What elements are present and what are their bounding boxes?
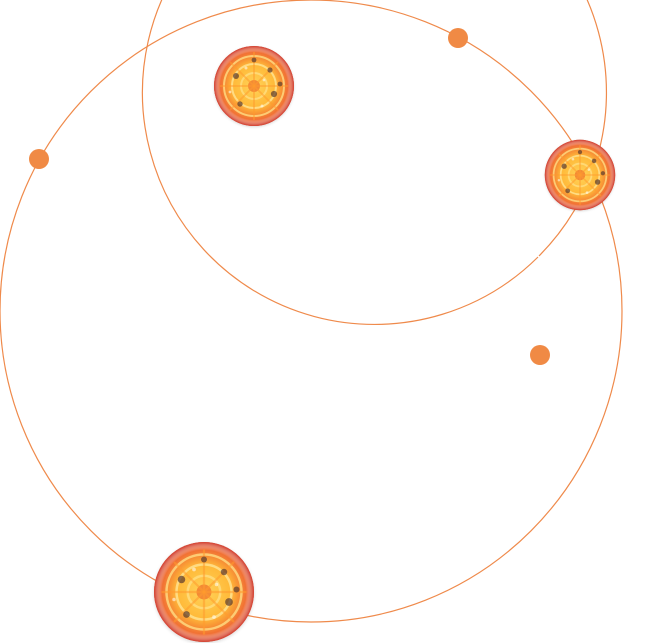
orange-dot-icon	[29, 149, 49, 169]
pizza-icon	[545, 140, 615, 210]
outer-orbit	[0, 0, 623, 623]
orange-dot-icon	[530, 345, 550, 365]
pizza-icon	[214, 46, 294, 126]
orange-dot-icon	[448, 28, 468, 48]
pizza-icon	[154, 542, 254, 642]
inner-orbit	[141, 0, 608, 326]
